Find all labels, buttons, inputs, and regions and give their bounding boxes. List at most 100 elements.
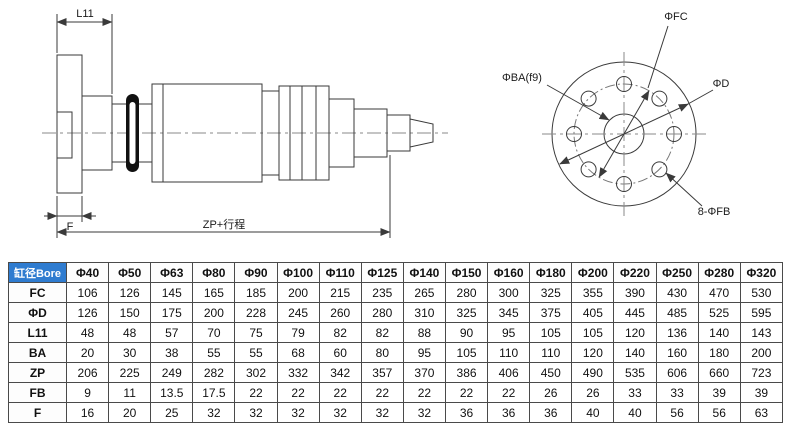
technical-drawing: L11 F ZP+行程 ΦFC ΦBA(f9) ΦD 8-ΦFB bbox=[42, 8, 730, 238]
header-cell: Φ100 bbox=[276, 262, 320, 283]
table-cell: 36 bbox=[444, 402, 489, 423]
table-cell: 282 bbox=[192, 362, 236, 383]
table-cell: 175 bbox=[150, 302, 194, 323]
table-cell: 405 bbox=[571, 302, 615, 323]
table-cell: 180 bbox=[697, 342, 741, 363]
table-cell: 265 bbox=[402, 282, 446, 303]
table-cell: 20 bbox=[108, 402, 152, 423]
table-cell: 22 bbox=[318, 382, 362, 403]
table-cell: 63 bbox=[739, 402, 784, 423]
table-cell: 370 bbox=[402, 362, 446, 383]
table-cell: 206 bbox=[65, 362, 110, 383]
table-cell: 22 bbox=[487, 382, 531, 403]
dim-label-f: F bbox=[67, 221, 74, 233]
table-cell: 215 bbox=[318, 282, 362, 303]
table-cell: 145 bbox=[150, 282, 194, 303]
table-cell: 249 bbox=[150, 362, 194, 383]
table-cell: 150 bbox=[108, 302, 152, 323]
dim-label-ba: ΦBA(f9) bbox=[502, 72, 542, 84]
table-cell: 30 bbox=[108, 342, 152, 363]
table-cell: 22 bbox=[402, 382, 446, 403]
table-cell: 535 bbox=[613, 362, 657, 383]
table-cell: 32 bbox=[402, 402, 446, 423]
table-cell: 95 bbox=[487, 322, 531, 343]
table-cell: 390 bbox=[613, 282, 657, 303]
table-cell: 606 bbox=[655, 362, 699, 383]
table-cell: 406 bbox=[487, 362, 531, 383]
table-cell: 36 bbox=[529, 402, 573, 423]
table-cell: 36 bbox=[487, 402, 531, 423]
table-cell: 79 bbox=[276, 322, 320, 343]
table-cell: 345 bbox=[487, 302, 531, 323]
table-cell: 110 bbox=[529, 342, 573, 363]
table-cell: 235 bbox=[360, 282, 404, 303]
table-cell: 280 bbox=[444, 282, 489, 303]
table-cell: 470 bbox=[697, 282, 741, 303]
leader-fc bbox=[647, 25, 669, 89]
table-cell: 22 bbox=[444, 382, 489, 403]
table-cell: 310 bbox=[402, 302, 446, 323]
table-cell: 60 bbox=[318, 342, 362, 363]
table-cell: 445 bbox=[613, 302, 657, 323]
table-cell: 48 bbox=[65, 322, 110, 343]
header-cell: Φ125 bbox=[360, 262, 404, 283]
table-cell: 32 bbox=[234, 402, 278, 423]
table-cell: 40 bbox=[613, 402, 657, 423]
header-cell: Φ110 bbox=[318, 262, 362, 283]
rod-tip bbox=[409, 118, 434, 148]
table-cell: 660 bbox=[697, 362, 741, 383]
dim-label-d: ΦD bbox=[713, 78, 730, 90]
table-cell: 595 bbox=[739, 302, 784, 323]
table-cell: 357 bbox=[360, 362, 404, 383]
table-cell: 110 bbox=[487, 342, 531, 363]
table-cell: 26 bbox=[529, 382, 573, 403]
table-cell: 33 bbox=[655, 382, 699, 403]
table-cell: 200 bbox=[276, 282, 320, 303]
table-cell: 22 bbox=[234, 382, 278, 403]
table-cell: 260 bbox=[318, 302, 362, 323]
side-view bbox=[42, 14, 448, 238]
table-cell: 32 bbox=[318, 402, 362, 423]
header-cell: Φ50 bbox=[108, 262, 152, 283]
bolt-hole bbox=[580, 90, 597, 107]
table-cell: 13.5 bbox=[150, 382, 194, 403]
table-cell: 140 bbox=[697, 322, 741, 343]
table-cell: 280 bbox=[360, 302, 404, 323]
table-cell: 40 bbox=[571, 402, 615, 423]
dim-label-l11: L11 bbox=[76, 8, 94, 20]
dim-line-d bbox=[559, 103, 689, 165]
table-cell: 95 bbox=[402, 342, 446, 363]
table-cell: 228 bbox=[234, 302, 278, 323]
hub bbox=[81, 95, 113, 171]
row-label: ΦD bbox=[8, 302, 67, 323]
table-cell: 90 bbox=[444, 322, 489, 343]
table-cell: 530 bbox=[739, 282, 784, 303]
table-cell: 490 bbox=[571, 362, 615, 383]
table-cell: 75 bbox=[234, 322, 278, 343]
table-cell: 300 bbox=[487, 282, 531, 303]
table-cell: 485 bbox=[655, 302, 699, 323]
table-cell: 20 bbox=[65, 342, 110, 363]
table-cell: 38 bbox=[150, 342, 194, 363]
table-cell: 11 bbox=[108, 382, 152, 403]
row-label: F bbox=[8, 402, 67, 423]
table-cell: 723 bbox=[739, 362, 784, 383]
table-cell: 225 bbox=[108, 362, 152, 383]
table-cell: 430 bbox=[655, 282, 699, 303]
table-cell: 80 bbox=[360, 342, 404, 363]
leader-ba bbox=[546, 84, 610, 121]
table-cell: 82 bbox=[318, 322, 362, 343]
table-cell: 25 bbox=[150, 402, 194, 423]
table-cell: 106 bbox=[65, 282, 110, 303]
table-cell: 332 bbox=[276, 362, 320, 383]
row-label: ZP bbox=[8, 362, 67, 383]
table-cell: 16 bbox=[65, 402, 110, 423]
table-cell: 105 bbox=[571, 322, 615, 343]
